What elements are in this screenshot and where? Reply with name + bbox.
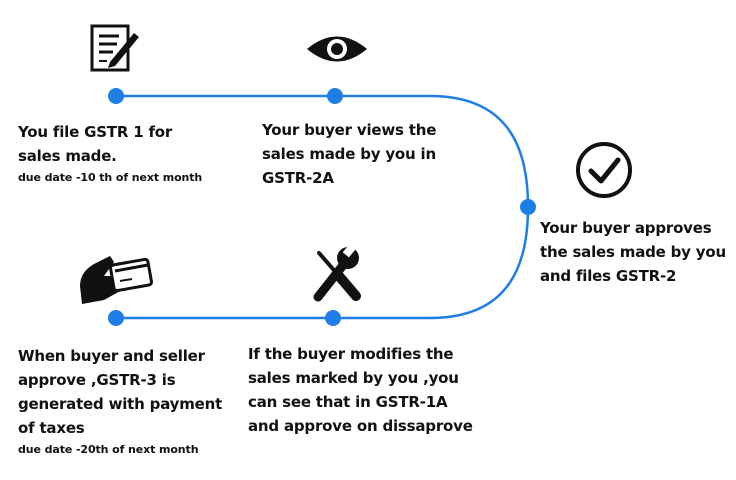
step4-line-2: sales marked by you ,you <box>248 369 459 387</box>
step4-line-1: If the buyer modifies the <box>248 345 454 363</box>
step2-line-3: GSTR-2A <box>262 169 334 187</box>
step3-line-3: and files GSTR-2 <box>540 267 677 285</box>
step1-line-2: sales made. <box>18 147 117 165</box>
step3-line-1: Your buyer approves <box>540 219 712 237</box>
card-payment-icon <box>80 256 153 304</box>
check-circle-icon <box>576 142 632 198</box>
step5-line-2: approve ,GSTR-3 is <box>18 371 176 389</box>
step5-line-4: of taxes <box>18 419 85 437</box>
step2-node-dot <box>327 88 343 104</box>
step1-node-dot <box>108 88 124 104</box>
step1-line-1: You file GSTR 1 for <box>18 123 173 141</box>
step4-line-4: and approve on dissaprove <box>248 417 473 435</box>
step1-description: You file GSTR 1 for sales made. due date… <box>18 120 202 188</box>
step3-node-dot <box>520 199 536 215</box>
eye-icon <box>307 36 367 62</box>
step2-line-1: Your buyer views the <box>262 121 437 139</box>
step3-line-2: the sales made by you <box>540 243 726 261</box>
step5-line-1: When buyer and seller <box>18 347 205 365</box>
step4-line-3: can see that in GSTR-1A <box>248 393 448 411</box>
step4-node-dot <box>325 310 341 326</box>
step1-due-note: due date -10 th of next month <box>18 171 203 184</box>
step3-description: Your buyer approves the sales made by yo… <box>540 216 726 288</box>
step5-node-dot <box>108 310 124 326</box>
step5-description: When buyer and seller approve ,GSTR-3 is… <box>18 344 222 460</box>
step4-description: If the buyer modifies the sales marked b… <box>248 342 473 438</box>
step5-line-3: generated with payment <box>18 395 223 413</box>
tools-icon <box>313 244 361 302</box>
step2-line-2: sales made by you in <box>262 145 436 163</box>
step2-description: Your buyer views the sales made by you i… <box>262 118 436 190</box>
step5-due-note: due date -20th of next month <box>18 443 199 456</box>
document-pen-icon <box>90 24 139 72</box>
